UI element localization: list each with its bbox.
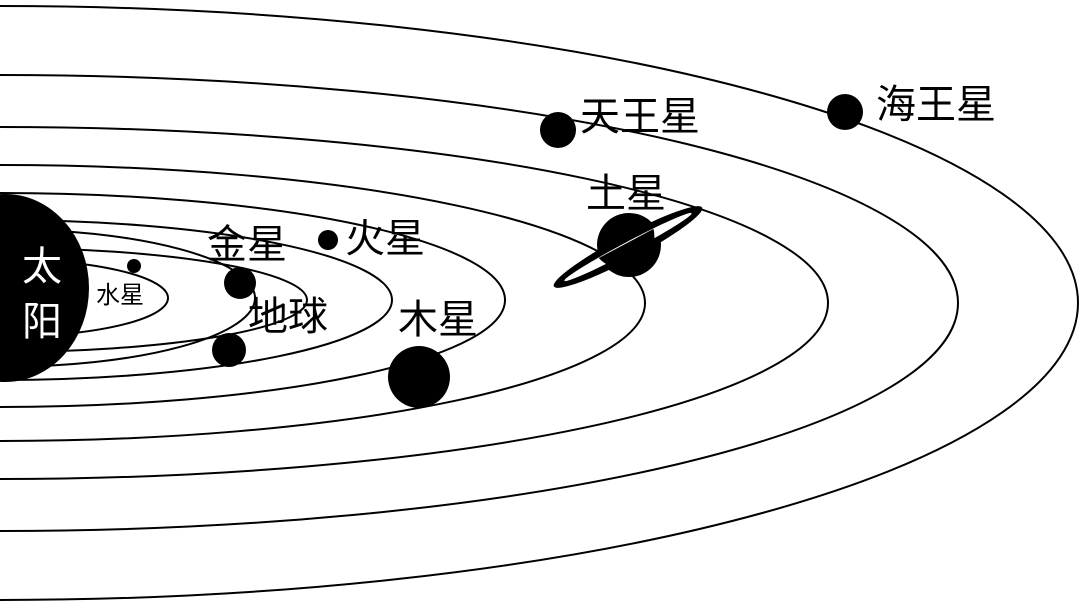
- planet-uranus: 天王星: [540, 94, 700, 148]
- jupiter-label: 木星: [398, 297, 478, 343]
- uranus-body: [540, 112, 576, 148]
- planet-saturn: 土星: [553, 171, 703, 288]
- mercury-label: 水星: [96, 281, 144, 309]
- orbits: [0, 5, 1079, 601]
- orbit-jupiter: [0, 192, 506, 408]
- neptune-label: 海王星: [876, 82, 996, 128]
- neptune-body: [827, 94, 863, 130]
- sun: 太 阳: [0, 194, 89, 382]
- planet-mercury: 水星: [96, 259, 144, 309]
- mars-label: 火星: [345, 216, 425, 262]
- sun-label-line2: 阳: [22, 299, 62, 345]
- mercury-body: [127, 259, 141, 273]
- sun-label-line1: 太: [22, 244, 62, 290]
- planet-jupiter: 木星: [388, 297, 478, 408]
- planet-earth: 地球: [212, 294, 328, 367]
- earth-label: 地球: [248, 294, 328, 340]
- planet-mars: 火星: [318, 216, 425, 262]
- uranus-label: 天王星: [580, 94, 700, 140]
- saturn-label: 土星: [586, 171, 666, 217]
- planet-neptune: 海王星: [827, 82, 996, 130]
- orbit-mercury: [0, 258, 169, 338]
- venus-label: 金星: [207, 222, 287, 268]
- orbit-venus: [0, 247, 308, 353]
- orbit-ring-outermost: [0, 5, 1079, 601]
- orbit-saturn: [0, 164, 646, 442]
- orbit-earth: [0, 228, 256, 368]
- sun-body: [0, 194, 89, 382]
- saturn-ring: [553, 206, 703, 288]
- venus-body: [224, 267, 256, 299]
- orbit-mars: [0, 219, 393, 381]
- planet-venus: 金星: [207, 222, 287, 299]
- earth-body: [212, 333, 246, 367]
- orbit-uranus: [0, 126, 829, 480]
- orbit-neptune: [0, 74, 959, 532]
- mars-body: [318, 230, 338, 250]
- jupiter-body: [388, 346, 450, 408]
